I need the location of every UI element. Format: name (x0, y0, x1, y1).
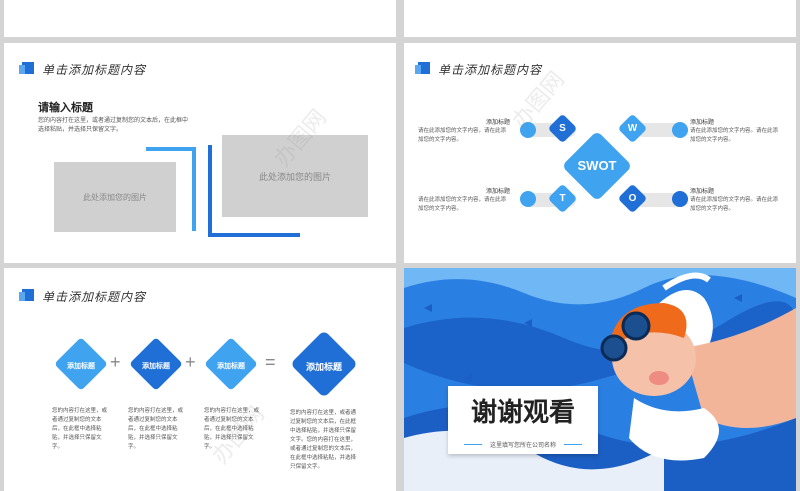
swot-letter-s: S (559, 123, 566, 134)
equals-operator: = (265, 352, 276, 372)
signal-icon (672, 122, 688, 138)
slide-title: 单击添加标题内容 (42, 290, 147, 304)
content-body: 您的内容打在这里，或者通过复制您的文本后，在此框中选择粘贴，并选择只保留文字。 (38, 118, 189, 133)
wrench-icon (672, 191, 688, 207)
box-label: 添加标题 (217, 363, 245, 370)
box-label: 添加标题 (142, 363, 170, 370)
slide-swot[interactable]: 单击添加标题内容 S W T O SWOT 添加标题 请在此添加您的文字内容，请… (404, 43, 796, 263)
slide-text-images[interactable]: 单击添加标题内容 请输入标题 您的内容打在这里，或者通过复制您的文本后，在此框中… (4, 43, 396, 263)
home-icon (520, 191, 536, 207)
box-desc: 您的内容打在这里，或者通过复制您的文本后，在此框中选择粘贴，并选择只保留文字。 (204, 408, 260, 450)
box-desc: 您的内容打在这里，或者通过复制您的文本后，在此框中选择粘贴，并选择只保留文字。 (128, 408, 184, 450)
slide-partial-top-left[interactable] (4, 0, 396, 37)
thanks-title: 谢谢观看 (470, 398, 575, 428)
item-desc: 请在此添加您的文字内容。请在此添加您的文字内容。 (690, 128, 779, 143)
divider-line (564, 444, 582, 445)
swot-letter-t: T (559, 193, 566, 204)
item-title: 添加标题 (690, 120, 715, 126)
slide-partial-top-right[interactable] (404, 0, 796, 37)
result-desc: 您的内容打在这里，或者通过复制您的文本后，在此框中选择粘贴，并选择只保留文字。您… (290, 410, 357, 470)
item-desc: 请在此添加您的文字内容，请在此添加您的文字内容。 (418, 128, 507, 143)
title-square-icon (19, 289, 34, 301)
plus-operator: + (110, 352, 121, 372)
box-label: 添加标题 (67, 363, 95, 370)
result-label: 添加标题 (305, 362, 342, 372)
item-title: 添加标题 (486, 189, 511, 195)
company-name: 这里填写您所在公司名称 (489, 443, 556, 449)
swot-center-label: SWOT (577, 158, 617, 173)
content-heading: 请输入标题 (38, 102, 93, 114)
item-title: 添加标题 (690, 189, 715, 195)
slide-title: 单击添加标题内容 (438, 63, 543, 77)
accent-bar (146, 147, 196, 151)
slide-title: 单击添加标题内容 (42, 63, 147, 77)
title-square-icon (415, 62, 430, 74)
item-desc: 请在此添加您的文字内容，请在此添加您的文字内容。 (418, 197, 507, 212)
plus-operator: + (185, 352, 196, 372)
item-title: 添加标题 (486, 120, 511, 126)
wifi-icon (520, 122, 536, 138)
item-desc: 请在此添加您的文字内容。请在此添加您的文字内容。 (690, 197, 779, 212)
swot-letter-w: W (627, 123, 638, 134)
slide-thanks[interactable]: 谢谢观看 这里填写您所在公司名称 (404, 268, 796, 491)
title-card (448, 386, 598, 454)
box-desc: 您的内容打在这里，或者通过复制您的文本后，在此框中选择粘贴，并选择只保留文字。 (52, 408, 108, 450)
accent-bar (208, 233, 300, 237)
swot-letter-o: O (628, 193, 637, 204)
slide-equation[interactable]: 单击添加标题内容 添加标题 + 添加标题 + 添加标题 = 添加标题 您的内容打… (4, 268, 396, 491)
accent-bar (192, 147, 196, 231)
divider-line (464, 444, 482, 445)
image-placeholder-small[interactable]: 此处添加您的图片 (54, 162, 176, 232)
accent-bar (208, 145, 212, 237)
swimmer-illustration (404, 268, 796, 491)
image-placeholder-large[interactable]: 此处添加您的图片 (222, 135, 368, 217)
title-square-icon (19, 62, 34, 74)
